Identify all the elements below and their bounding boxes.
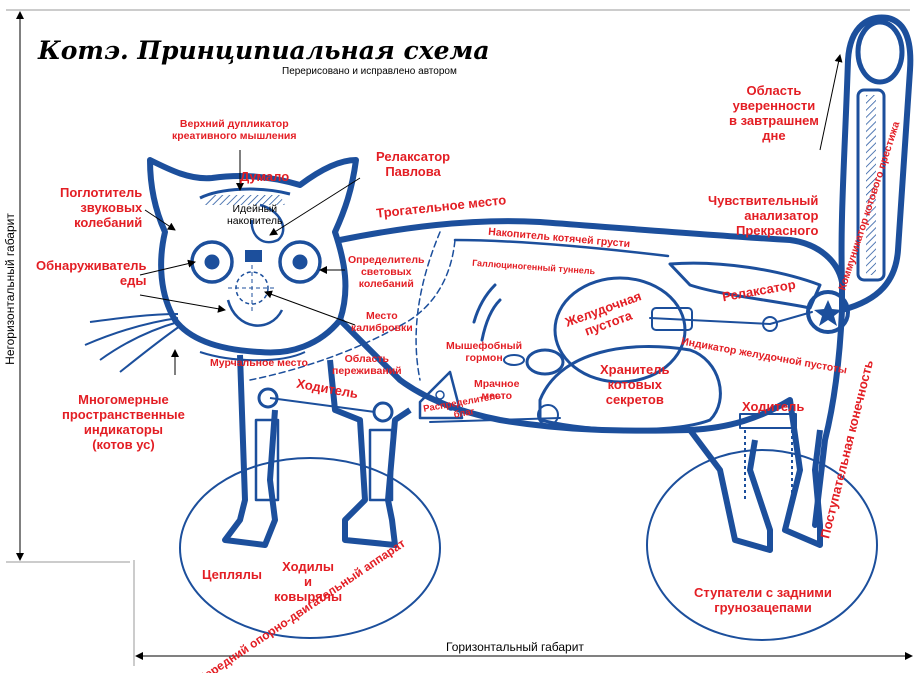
label-light-detector: Определитель световых колебаний: [348, 254, 425, 291]
label-clingers: Цеплялы: [202, 567, 262, 582]
label-food-detector: Обнаруживатель еды: [36, 258, 147, 288]
rear-support-ellipse: [646, 449, 878, 641]
head-outline: [147, 157, 359, 356]
page-subtitle: Перерисовано и исправлено автором: [282, 66, 457, 77]
label-calibration-place: Место калибровки: [351, 310, 413, 335]
label-secret-keeper: Хранитель котовых секретов: [600, 362, 670, 407]
front-legs: [222, 354, 412, 548]
whiskers: [84, 313, 181, 373]
label-sound-absorber: Поглотитель звуковых колебаний: [60, 185, 143, 230]
front-support-ellipse: [179, 457, 441, 639]
label-walker-rear: Ходитель: [742, 399, 805, 414]
label-dumalo: Думало: [240, 169, 290, 184]
torso-outline: [337, 218, 845, 528]
pointer-arrows: [139, 54, 843, 375]
label-experience-area: Область переживаний: [332, 353, 402, 378]
label-purr-place: Мурчальное место: [210, 357, 308, 369]
label-mouse-hormone: Мышефобный гормон: [446, 340, 523, 365]
label-pavlov-relaxator: Релаксатор Павлова: [376, 149, 451, 179]
vertical-dimension-label: Негоризонтальный габарит: [2, 213, 17, 365]
label-rear-steppers: Ступатели с задними грунозацепами: [694, 585, 832, 615]
label-multidim-indicators: Многомерные пространственные индикаторы …: [62, 392, 185, 452]
label-idea-storage: Идейный накопитель: [227, 203, 283, 228]
horizontal-dimension-label: Горизонтальный габарит: [446, 640, 584, 654]
label-beauty-analyzer: Чувствительный анализатор Прекрасного: [708, 193, 819, 238]
page-title: Котэ. Принципиальная схема: [38, 36, 490, 65]
rear-legs: [687, 399, 823, 553]
secret-keeper-organ: [538, 345, 722, 432]
dimension-lines: [6, 9, 913, 666]
tail-outline: [838, 14, 914, 313]
label-gloomy-place: Мрачное место: [474, 378, 520, 403]
head-internals: [190, 187, 322, 362]
label-upper-duplicator: Верхний дупликатор креативного мышления: [172, 118, 297, 143]
cat-body: [147, 14, 914, 528]
label-walkers-diggers: Ходилы и ковырялы: [274, 559, 343, 604]
label-confidence-area: Область уверенности в завтрашнем дне: [729, 83, 819, 143]
